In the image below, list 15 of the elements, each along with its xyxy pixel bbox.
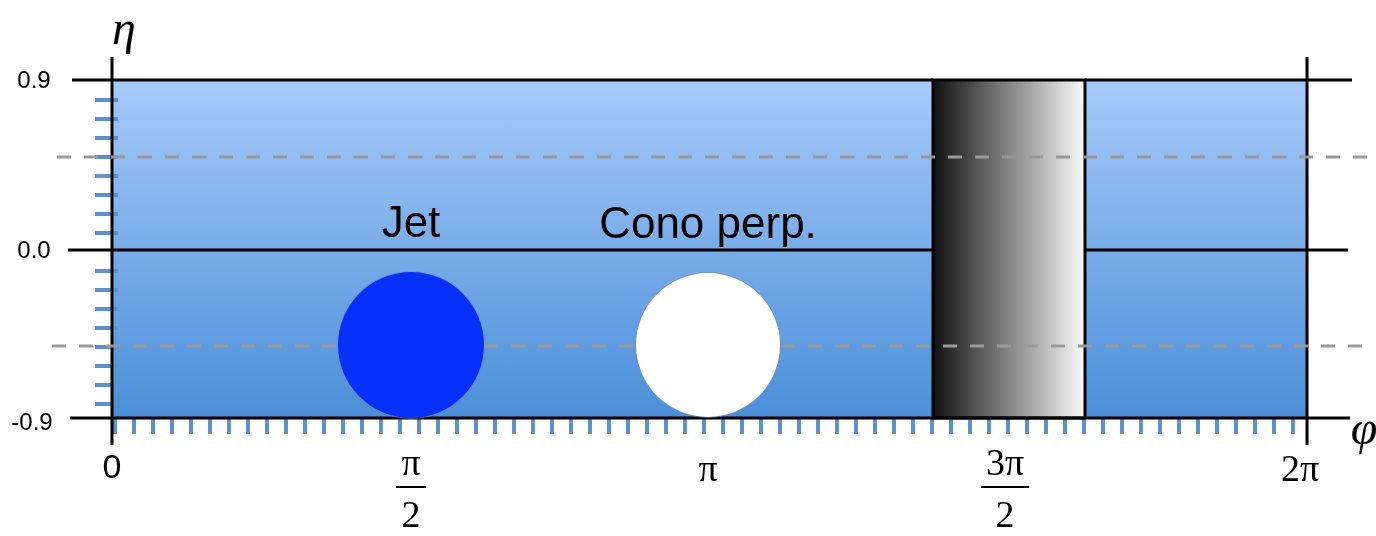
axis-label: 3π (985, 443, 1025, 481)
gradient-bar (931, 78, 1087, 420)
axis-label: 0.9 (17, 68, 51, 92)
axis-label: 2π (1280, 449, 1320, 487)
axis-label: φ (1350, 404, 1376, 452)
axis-label: -0.9 (11, 410, 53, 434)
axis-label: η (112, 4, 136, 52)
axis-label: 2 (401, 495, 421, 533)
axis-label: π (698, 449, 718, 487)
axis-label: 0 (102, 449, 122, 483)
circle-label: Jet (381, 200, 441, 244)
axis-label: 0.0 (17, 238, 51, 262)
circle-label: Cono perp. (599, 201, 817, 245)
axis-label: 2 (995, 495, 1015, 533)
axis-label: π (401, 443, 421, 481)
